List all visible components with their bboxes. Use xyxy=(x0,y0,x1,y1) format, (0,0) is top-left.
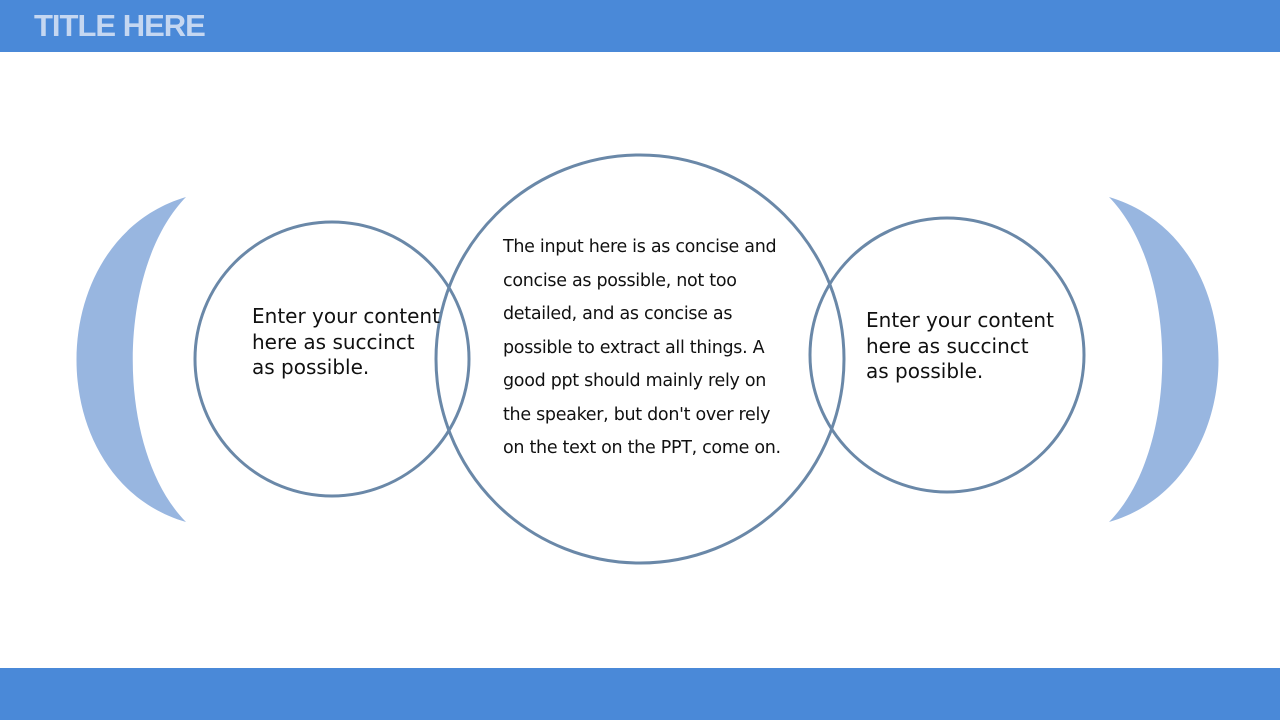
center-circle-shape xyxy=(434,153,846,565)
footer-bar xyxy=(0,668,1280,720)
right-crescent-shape xyxy=(1109,197,1219,522)
left-crescent-shape xyxy=(76,197,186,522)
right-circle-text: Enter your content here as succinct as p… xyxy=(866,308,1054,383)
slide-title: TITLE HERE xyxy=(34,8,206,43)
header-bar xyxy=(0,0,1280,52)
left-circle-shape xyxy=(193,220,471,498)
center-circle-text: The input here is as concise and concise… xyxy=(503,237,781,458)
right-circle-shape xyxy=(808,216,1086,494)
left-circle-text: Enter your content here as succinct as p… xyxy=(252,304,440,379)
